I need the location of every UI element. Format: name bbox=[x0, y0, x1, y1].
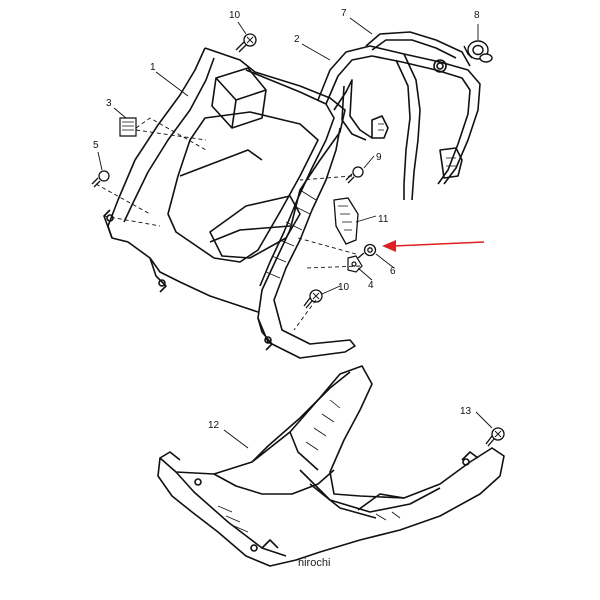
part-12-floor-board bbox=[157, 365, 505, 567]
callout-10-lower: 10 bbox=[338, 282, 350, 293]
callout-2: 2 bbox=[294, 34, 300, 45]
part-10-screw-lower bbox=[303, 289, 323, 309]
leader-11 bbox=[355, 215, 377, 223]
callout-10-top: 10 bbox=[229, 10, 241, 21]
leader-10-lower bbox=[321, 285, 341, 295]
callout-13: 13 bbox=[460, 406, 472, 417]
leader-lines bbox=[95, 17, 493, 449]
part-2-frame-bracket bbox=[317, 31, 481, 201]
leader-9 bbox=[363, 155, 375, 169]
leader-6 bbox=[375, 253, 395, 269]
watermark-text: hirochi bbox=[298, 557, 330, 569]
callout-1: 1 bbox=[150, 62, 156, 73]
callout-8: 8 bbox=[474, 10, 480, 21]
part-1-leg-shield bbox=[103, 47, 356, 359]
leader-3 bbox=[113, 107, 127, 119]
callout-7: 7 bbox=[341, 8, 347, 19]
callout-12: 12 bbox=[208, 420, 220, 431]
part-11-clip bbox=[333, 197, 359, 245]
leader-12 bbox=[223, 429, 249, 449]
part-13-screw bbox=[485, 427, 505, 447]
leader-2 bbox=[301, 43, 331, 61]
part-5-screw bbox=[91, 170, 110, 188]
callout-11: 11 bbox=[378, 214, 389, 225]
callout-5: 5 bbox=[93, 140, 99, 151]
part-3-label bbox=[119, 117, 137, 137]
leader-7 bbox=[349, 17, 373, 35]
part-9-screw bbox=[345, 166, 364, 184]
callout-4: 4 bbox=[368, 280, 374, 291]
part-8-grommet bbox=[463, 40, 493, 63]
leader-4 bbox=[357, 267, 373, 281]
callout-6: 6 bbox=[390, 266, 396, 277]
part-10-screw-top bbox=[235, 33, 257, 53]
callout-9: 9 bbox=[376, 152, 382, 163]
part-6-nut bbox=[357, 243, 377, 259]
leader-1 bbox=[155, 71, 189, 97]
highlight-arrow bbox=[382, 240, 485, 252]
leader-13 bbox=[475, 411, 493, 429]
callout-3: 3 bbox=[106, 98, 112, 109]
leader-5 bbox=[97, 151, 103, 171]
leader-10-top bbox=[237, 21, 247, 35]
